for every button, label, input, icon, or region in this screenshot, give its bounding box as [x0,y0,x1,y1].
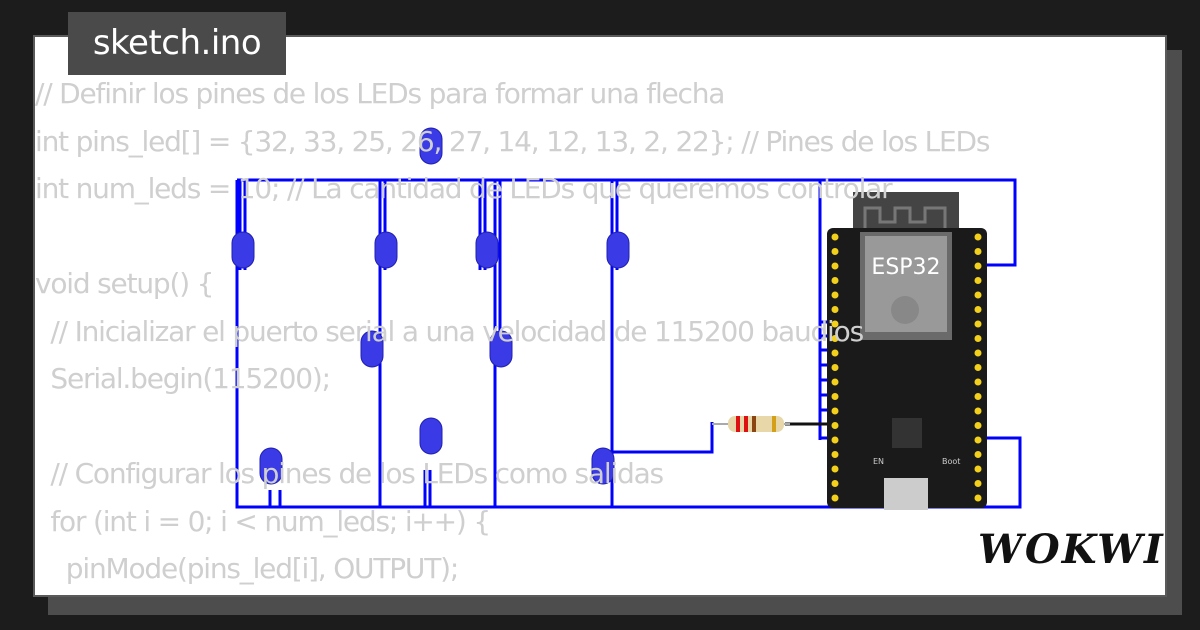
board-pin [974,465,982,473]
board-pin [974,335,982,342]
board-pin [974,349,982,357]
board-pin [831,480,839,487]
board-pin [831,494,839,502]
board-pin [974,277,982,284]
board-pin [974,262,982,270]
board-pin [974,451,982,458]
esp32-board: ESP32 EN Boot [827,192,987,510]
led [489,330,513,368]
board-pin [974,364,982,371]
en-label: EN [873,457,884,466]
board-pin [974,436,982,444]
board-pin [974,291,982,299]
code-line: for (int i = 0; i < num_leds; i++) { [35,504,491,538]
code-line: // Configurar los pines de los LEDs como… [35,457,664,490]
boot-label: Boot [942,457,960,466]
board-pin [974,422,982,429]
board-pin [831,277,839,284]
led [606,231,630,269]
led [231,231,255,269]
board-pin [831,349,839,357]
code-line: Serial.begin(115200); [35,362,331,395]
code-line: void setup() { [35,267,214,300]
board-pin [974,248,982,255]
board-pin [831,233,839,241]
board-pin [974,378,982,386]
board-pin [831,335,839,342]
code-line: pinMode(pins_led[i], OUTPUT); [35,552,459,585]
board-pin [831,248,839,255]
code-line: int pins_led[] = {32, 33, 25, 26, 27, 14… [35,124,990,158]
board-pin [831,451,839,458]
led [360,330,384,368]
led [259,447,283,485]
board-label: ESP32 [871,255,940,280]
sketch-title: sketch.ino [68,12,286,75]
board-pin [831,407,839,415]
led [475,231,499,269]
board-pin [831,393,839,400]
board-pin [831,364,839,371]
board-pin [831,465,839,473]
board-pin [974,407,982,415]
wokwi-logo: WOKWI [978,526,1165,573]
board-pin [974,480,982,487]
board-pin [831,422,839,429]
led [419,417,443,455]
led [591,447,615,485]
code-preview: // Definir los pines de los LEDs para fo… [35,70,990,593]
board-pin [974,306,982,313]
board-pin [831,378,839,386]
code-line: // Definir los pines de los LEDs para fo… [35,77,725,110]
code-line: int num_leds = 10; // La cantidad de LED… [35,172,893,205]
board-pin [974,494,982,502]
board-pin [831,320,839,328]
board-pin [831,262,839,270]
board-pin [974,233,982,241]
board-pin [831,306,839,313]
board-pin [974,320,982,328]
code-line: // Inicializar el puerto serial a una ve… [35,314,864,348]
led [374,231,398,269]
board-pin [831,436,839,444]
leds [231,127,630,485]
board-pin [974,393,982,400]
resistor [712,416,790,432]
led [419,127,443,165]
board-pin [831,291,839,299]
